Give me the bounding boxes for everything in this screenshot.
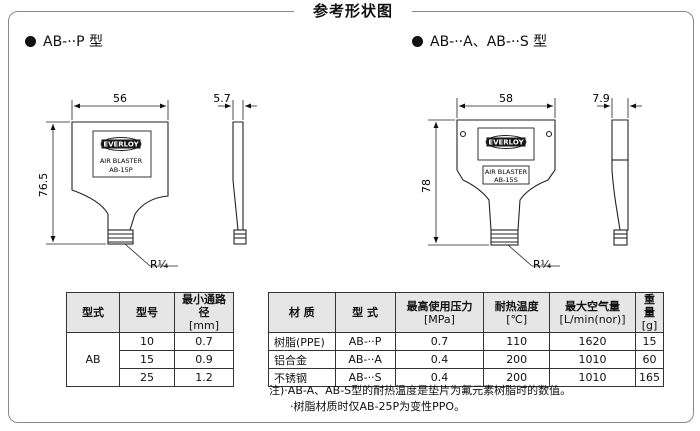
col-header-heat-resistance-label: 耐热温度 bbox=[494, 299, 539, 313]
left-logo: EVERLOY bbox=[103, 141, 139, 149]
cell-model-type: AB-··A bbox=[334, 350, 396, 369]
cell-max-pressure: 0.4 bbox=[394, 368, 485, 387]
left-thread-label: R¹⁄₄ bbox=[150, 258, 169, 271]
col-header-material: 材 质 bbox=[268, 292, 336, 333]
right-heading-text: AB-··A、AB-··S 型 bbox=[430, 34, 548, 50]
cell-bore: 0.9 bbox=[174, 350, 234, 369]
right-model-label: AB-15S bbox=[494, 176, 518, 184]
right-heading: AB-··A、AB-··S 型 bbox=[412, 33, 547, 51]
right-front-view bbox=[456, 119, 556, 246]
table-row: AB 10 0.7 bbox=[66, 332, 234, 387]
cell-weight: 165 bbox=[635, 368, 664, 387]
col-header-weight-unit: [g] bbox=[641, 319, 658, 332]
cell-max-airflow: 1620 bbox=[549, 332, 636, 351]
cell-model: 15 bbox=[119, 350, 175, 369]
right-product-name: AIR BLASTER bbox=[485, 168, 528, 176]
col-header-max-airflow: 最大空气量 [L/min(nor)] bbox=[549, 292, 636, 333]
col-header-weight: 重 量 [g] bbox=[635, 292, 664, 333]
note-line-2: ·树脂材质时仅AB-25P为变性PPO。 bbox=[290, 399, 465, 415]
cell-heat-resistance: 200 bbox=[483, 350, 551, 369]
cell-model-type: AB-··P bbox=[334, 332, 396, 351]
col-header-max-pressure: 最高使用压力 [MPa] bbox=[394, 292, 485, 333]
col-header-model: 型号 bbox=[119, 292, 175, 333]
table-model-bore: 型式 型号 最小通路径 [mm] AB 10 0.7 15 0.9 25 1.2 bbox=[66, 292, 234, 387]
bullet-icon bbox=[412, 36, 423, 47]
right-dimensions bbox=[428, 98, 642, 267]
right-height-label: 78 bbox=[420, 179, 433, 193]
right-width-label: 58 bbox=[499, 92, 513, 105]
note-line-1: 注)·AB-A、AB-S型的耐热温度是垫片为氟元素树脂时的数值。 bbox=[269, 383, 571, 399]
table-row: 铝合金 AB-··A 0.4 200 1010 60 bbox=[268, 350, 664, 369]
cell-bore: 0.7 bbox=[174, 332, 234, 351]
col-header-min-bore-label: 最小通路径 bbox=[182, 293, 226, 319]
cell-max-airflow: 1010 bbox=[549, 368, 636, 387]
note-text-2: ·树脂材质时仅AB-25P为变性PPO。 bbox=[290, 400, 466, 413]
col-header-heat-resistance-unit: [℃] bbox=[506, 312, 528, 326]
col-header-min-bore-unit: [mm] bbox=[188, 319, 219, 332]
cell-weight: 15 bbox=[635, 332, 664, 351]
cell-material: 铝合金 bbox=[268, 350, 336, 369]
left-product-name: AIR BLASTER bbox=[100, 157, 143, 165]
left-model-label: AB-15P bbox=[109, 166, 133, 174]
cell-bore: 1.2 bbox=[174, 368, 234, 387]
left-heading: AB-··P 型 bbox=[25, 33, 103, 51]
table-row: 不锈钢 AB-··S 0.4 200 1010 165 bbox=[268, 368, 664, 387]
cell-model: 10 bbox=[119, 332, 175, 351]
table-specifications: 材 质 型 式 最高使用压力 [MPa] 耐热温度 [℃] 最大空气量 [L/m… bbox=[268, 292, 664, 387]
col-header-weight-label: 重 量 bbox=[644, 293, 655, 319]
cell-model-type: AB-··S bbox=[334, 368, 396, 387]
col-header-min-bore: 最小通路径 [mm] bbox=[174, 292, 234, 333]
cell-max-airflow: 1010 bbox=[549, 350, 636, 369]
cell-type: AB bbox=[66, 332, 120, 387]
left-front-view bbox=[71, 121, 169, 245]
cell-heat-resistance: 110 bbox=[483, 332, 551, 351]
cell-model: 25 bbox=[119, 368, 175, 387]
cell-max-pressure: 0.4 bbox=[394, 350, 485, 369]
col-header-max-pressure-label: 最高使用压力 bbox=[406, 299, 473, 313]
right-logo: EVERLOY bbox=[488, 139, 524, 147]
left-heading-text: AB-··P 型 bbox=[43, 34, 104, 50]
cell-weight: 60 bbox=[635, 350, 664, 369]
col-header-heat-resistance: 耐热温度 [℃] bbox=[483, 292, 551, 333]
col-header-max-airflow-label: 最大空气量 bbox=[565, 299, 621, 313]
table-row: 25 1.2 bbox=[67, 368, 234, 387]
left-height-label: 76.5 bbox=[37, 173, 50, 198]
cell-max-pressure: 0.7 bbox=[394, 332, 485, 351]
right-thickness-label: 7.9 bbox=[592, 92, 610, 105]
left-side-view bbox=[232, 121, 247, 245]
figure-title: 参考形状图 bbox=[294, 0, 412, 20]
left-dimensions bbox=[46, 100, 257, 267]
note-text-1: ·AB-A、AB-S型的耐热温度是垫片为氟元素树脂时的数值。 bbox=[284, 384, 572, 397]
bullet-icon bbox=[25, 36, 36, 47]
left-width-label: 56 bbox=[113, 92, 127, 105]
note-prefix: 注) bbox=[269, 384, 285, 397]
cell-material: 树脂(PPE) bbox=[268, 332, 336, 351]
table-row: 树脂(PPE) AB-··P 0.7 110 1620 15 bbox=[268, 332, 664, 351]
left-thickness-label: 5.7 bbox=[213, 92, 231, 105]
col-header-max-airflow-unit: [L/min(nor)] bbox=[559, 312, 626, 326]
col-header-type: 型式 bbox=[66, 292, 120, 333]
cell-material: 不锈钢 bbox=[268, 368, 336, 387]
col-header-model-type: 型 式 bbox=[334, 292, 396, 333]
col-header-max-pressure-unit: [MPa] bbox=[423, 312, 455, 326]
right-thread-label: R¹⁄₄ bbox=[533, 258, 552, 271]
right-side-view bbox=[611, 119, 629, 246]
